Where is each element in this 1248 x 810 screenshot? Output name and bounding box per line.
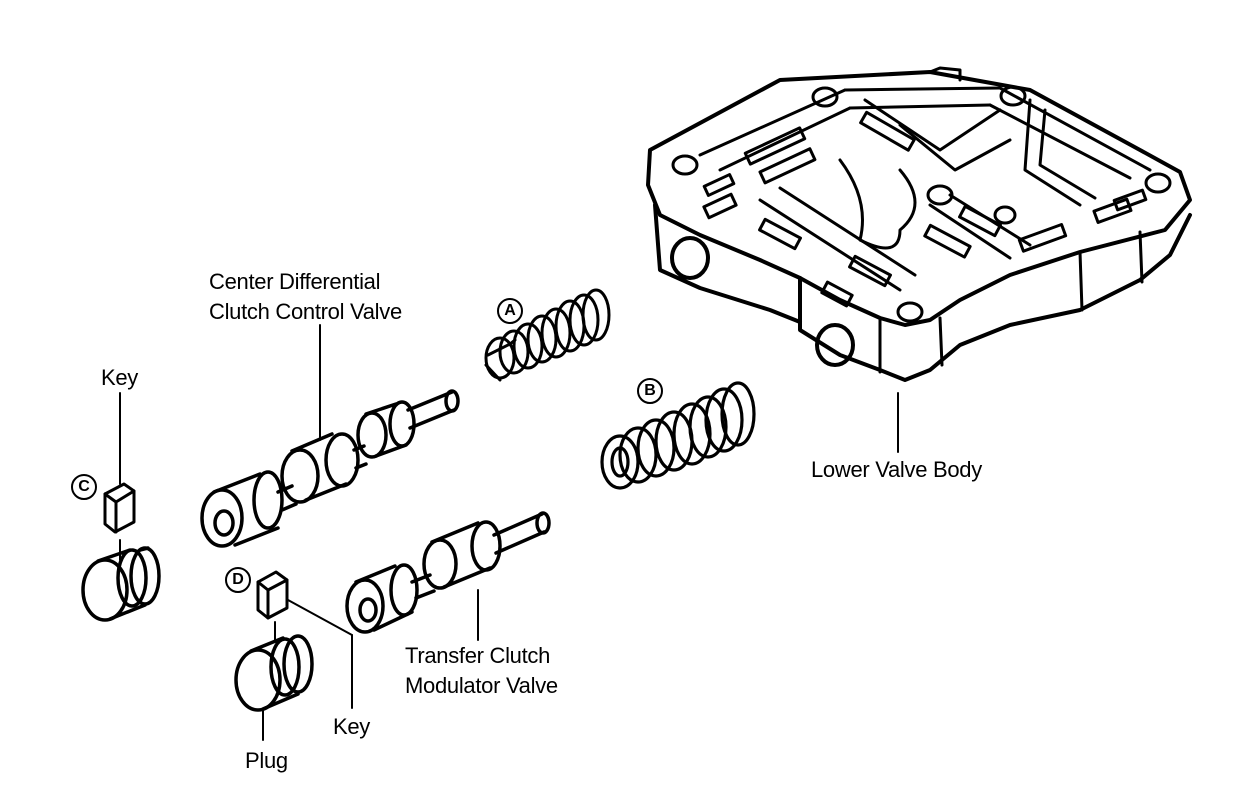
- spring-a: [484, 288, 611, 382]
- leader-lines: [119, 324, 899, 741]
- upper-plug-drawing: [81, 546, 161, 622]
- spring-b: [600, 381, 756, 490]
- center-valve-label-line1: Center Differential: [209, 269, 381, 294]
- lower-plug-drawing: [234, 634, 314, 712]
- center-valve-label-line2: Clutch Control Valve: [209, 299, 402, 324]
- callout-c: C: [71, 474, 97, 500]
- key-lower-label: Key: [333, 714, 371, 739]
- callout-b: B: [637, 378, 663, 404]
- transfer-clutch-valve-drawing: [345, 511, 551, 634]
- key-d-drawing: [256, 570, 289, 620]
- callout-d: D: [225, 567, 251, 593]
- transfer-valve-label-line2: Modulator Valve: [405, 673, 558, 698]
- plug-label: Plug: [245, 748, 288, 773]
- callout-a: A: [497, 298, 523, 324]
- lower-valve-body: [646, 66, 1192, 382]
- transfer-valve-label-line1: Transfer Clutch: [405, 643, 551, 668]
- center-differential-valve-drawing: [200, 389, 460, 548]
- key-c-drawing: [103, 482, 136, 534]
- key-upper-label: Key: [101, 365, 139, 390]
- lower-valve-body-label: Lower Valve Body: [811, 457, 982, 482]
